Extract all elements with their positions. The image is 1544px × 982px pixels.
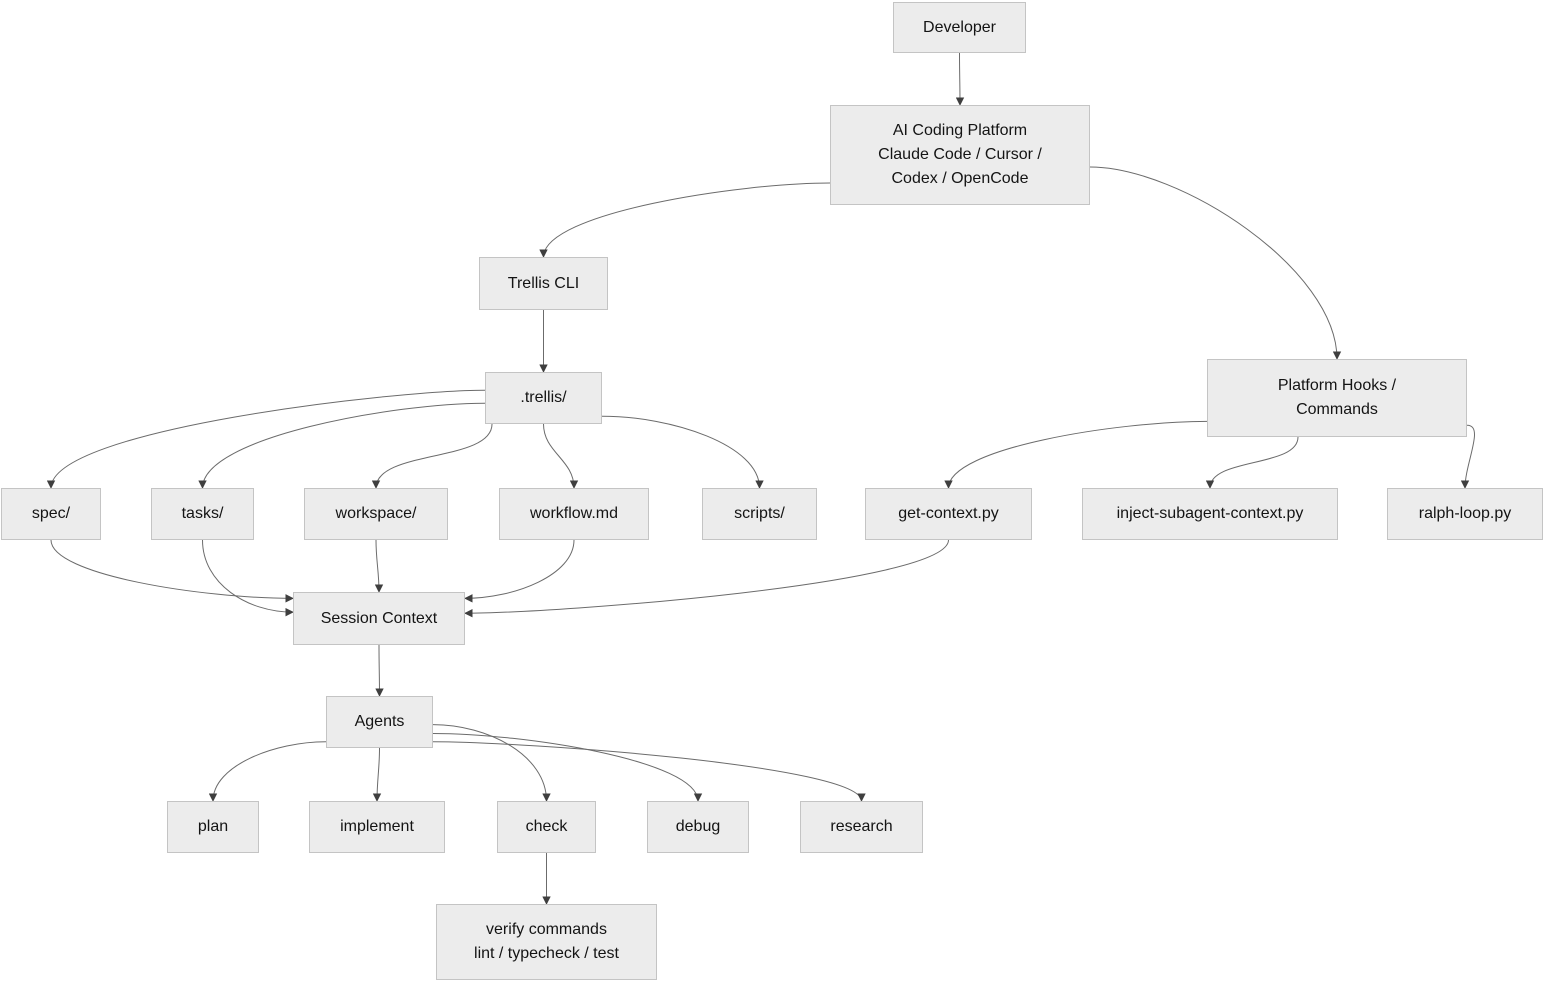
node-developer: Developer <box>893 2 1026 53</box>
node-get-context-py: get-context.py <box>865 488 1032 540</box>
edge-workspace-to-session_context <box>374 539 384 593</box>
node-ai-coding-platform: AI Coding Platform Claude Code / Cursor … <box>830 105 1090 205</box>
edge-trellis_dir-to-tasks <box>198 402 486 489</box>
node-agent-debug: debug <box>647 801 749 853</box>
node-agent-plan: plan <box>167 801 259 853</box>
node-platform-hooks-commands: Platform Hooks / Commands <box>1207 359 1467 437</box>
edge-developer-to-ai_platform <box>955 52 965 106</box>
node-trellis-cli: Trellis CLI <box>479 257 608 310</box>
node-workspace-dir: workspace/ <box>304 488 448 540</box>
edge-agents-to-plan <box>208 741 327 802</box>
node-inject-subagent-context-py: inject-subagent-context.py <box>1082 488 1338 540</box>
edge-ai_platform-to-trellis_cli <box>539 182 831 258</box>
edge-session_context-to-agents <box>375 644 384 697</box>
edge-agents-to-check <box>432 724 551 802</box>
edge-platform_hooks-to-inject_subagent <box>1205 436 1299 489</box>
node-ralph-loop-py: ralph-loop.py <box>1387 488 1543 540</box>
node-verify-commands: verify commands lint / typecheck / test <box>436 904 657 980</box>
edge-tasks-to-session_context <box>202 539 294 617</box>
edge-ai_platform-to-platform_hooks <box>1089 166 1342 360</box>
node-trellis-directory: .trellis/ <box>485 372 602 424</box>
edge-trellis_dir-to-workflow <box>543 423 579 489</box>
node-agent-implement: implement <box>309 801 445 853</box>
edge-spec-to-session_context <box>50 539 294 603</box>
node-agent-research: research <box>800 801 923 853</box>
edge-agents-to-implement <box>372 747 382 802</box>
node-tasks-dir: tasks/ <box>151 488 254 540</box>
node-agents: Agents <box>326 696 433 748</box>
node-agent-check: check <box>497 801 596 853</box>
edge-trellis_dir-to-workspace <box>371 423 493 489</box>
edge-platform_hooks-to-get_context <box>944 420 1208 489</box>
edge-trellis_dir-to-spec <box>46 389 486 489</box>
edge-agents-to-debug <box>432 732 703 802</box>
node-workflow-md: workflow.md <box>499 488 649 540</box>
edge-get_context-to-session_context <box>464 539 949 618</box>
node-scripts-dir: scripts/ <box>702 488 817 540</box>
node-spec-dir: spec/ <box>1 488 101 540</box>
node-session-context: Session Context <box>293 592 465 645</box>
edge-trellis_dir-to-scripts <box>601 415 764 489</box>
edge-agents-to-research <box>432 741 866 802</box>
edge-workflow-to-session_context <box>464 539 575 603</box>
